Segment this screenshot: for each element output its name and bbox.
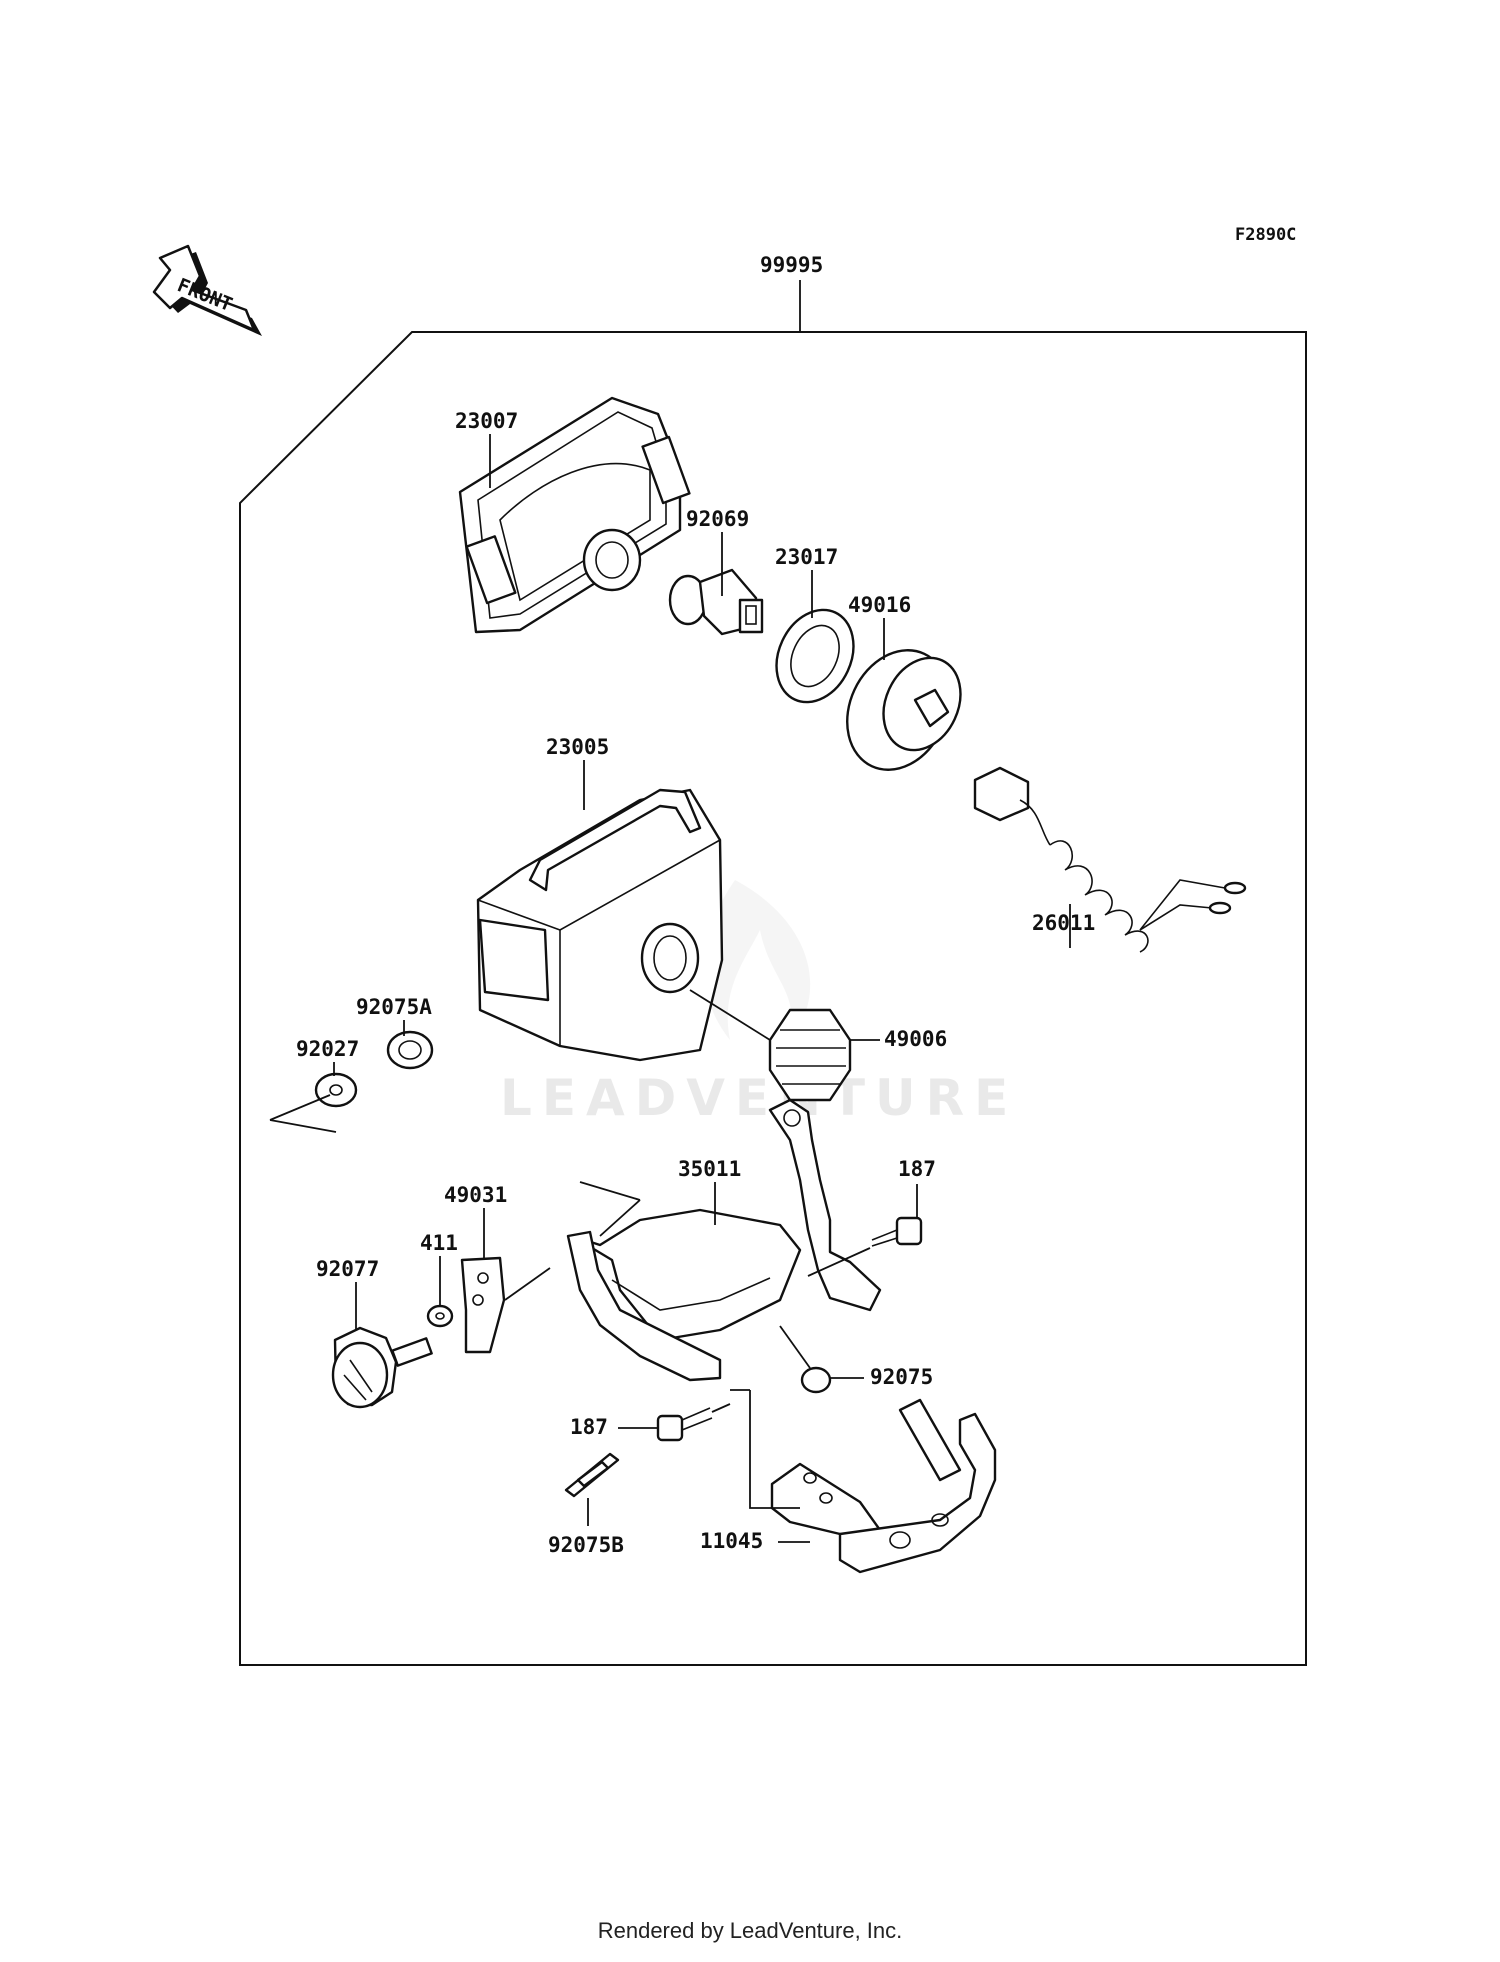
part-92075-nut[interactable] <box>779 1325 832 1394</box>
label-23017[interactable]: 23017 <box>775 545 838 569</box>
part-49031-plate[interactable] <box>460 1181 641 1354</box>
part-92027-collar[interactable] <box>269 1072 358 1133</box>
watermark-logo <box>704 880 811 1040</box>
part-35011-bracket[interactable] <box>566 1098 882 1382</box>
label-99995[interactable]: 99995 <box>760 253 823 277</box>
part-labels: 99995 23007 92069 23017 49016 23005 2601… <box>296 253 1095 1557</box>
label-23005[interactable]: 23005 <box>546 735 609 759</box>
label-411[interactable]: 411 <box>420 1231 458 1255</box>
watermark-text: LEADVENTURE <box>500 1069 1018 1127</box>
label-92075B[interactable]: 92075B <box>548 1533 624 1557</box>
part-92069-bulb[interactable] <box>668 568 764 636</box>
part-49016-socket-cover[interactable] <box>828 634 975 787</box>
leader-lines <box>333 434 1071 1543</box>
label-187-lower[interactable]: 187 <box>570 1415 608 1439</box>
part-92077-knob[interactable] <box>331 1326 433 1409</box>
label-49031[interactable]: 49031 <box>444 1183 507 1207</box>
part-11045-bracket[interactable] <box>730 1389 997 1574</box>
label-92027[interactable]: 92027 <box>296 1037 359 1061</box>
part-92075A-grommet[interactable] <box>386 1030 434 1070</box>
diagram-code: F2890C <box>1235 225 1296 245</box>
part-26011-wire-harness[interactable] <box>973 766 1247 953</box>
label-92069[interactable]: 92069 <box>686 507 749 531</box>
part-23007-headlight-lens[interactable] <box>458 396 691 634</box>
label-23007[interactable]: 23007 <box>455 409 518 433</box>
part-23017-bulb-ring[interactable] <box>762 597 868 714</box>
label-92077[interactable]: 92077 <box>316 1257 379 1281</box>
part-187-bolt-lower[interactable] <box>656 1403 731 1442</box>
footer-credit: Rendered by LeadVenture, Inc. <box>597 1918 903 1943</box>
front-arrow-icon: FRONT <box>152 244 262 336</box>
label-92075[interactable]: 92075 <box>870 1365 933 1389</box>
part-23005-headlight-case[interactable] <box>476 788 724 1062</box>
label-35011[interactable]: 35011 <box>678 1157 741 1181</box>
label-92075A[interactable]: 92075A <box>356 995 432 1019</box>
label-49006[interactable]: 49006 <box>884 1027 947 1051</box>
part-187-bolt-upper[interactable] <box>807 1216 923 1277</box>
label-49016[interactable]: 49016 <box>848 593 911 617</box>
kit-frame <box>239 280 1307 1666</box>
label-26011[interactable]: 26011 <box>1032 911 1095 935</box>
label-11045[interactable]: 11045 <box>700 1529 763 1553</box>
label-187-upper[interactable]: 187 <box>898 1157 936 1181</box>
part-92075B-clip[interactable] <box>564 1452 620 1498</box>
part-49006-rubber-boot[interactable] <box>689 989 852 1102</box>
part-411-washer[interactable] <box>426 1304 454 1328</box>
